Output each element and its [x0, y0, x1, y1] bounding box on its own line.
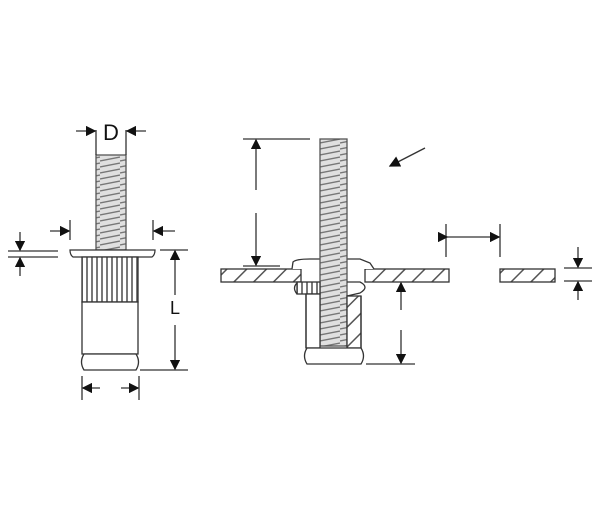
flange-head [69, 249, 156, 258]
plate-left [220, 268, 302, 283]
body-tip [80, 353, 140, 371]
plate-hole-detail [437, 224, 592, 300]
diameter-label: D [103, 120, 119, 145]
pointer-arrow [388, 147, 426, 167]
threaded-stud [319, 138, 348, 347]
knurled-body [81, 256, 139, 303]
threaded-stud [95, 154, 127, 251]
body-section [346, 295, 362, 349]
plate-segment [499, 268, 556, 283]
installed-section-view [220, 138, 450, 365]
plate-right [364, 268, 450, 283]
side-view [8, 125, 188, 400]
length-label: L [170, 298, 181, 318]
smooth-body [81, 301, 139, 355]
